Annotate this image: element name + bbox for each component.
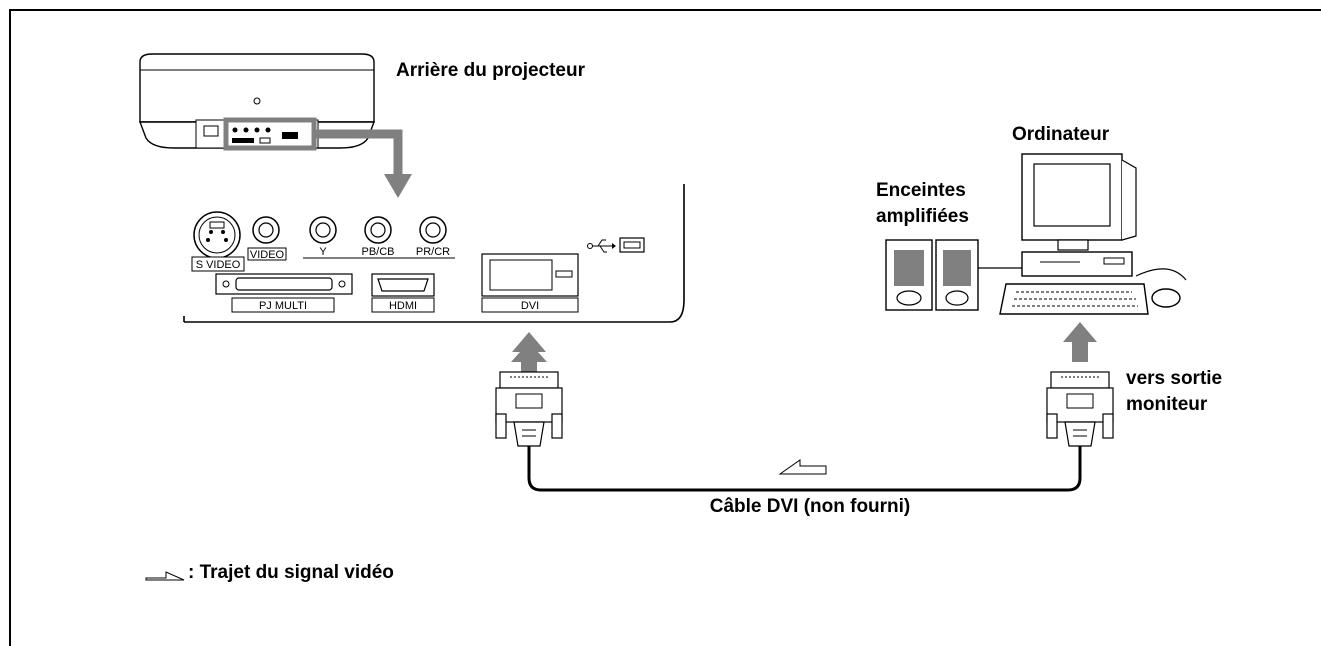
speakers-label-line2: amplifiées [876,206,969,227]
signal-arrow-to-projector [511,332,547,372]
usb-port [619,237,645,253]
dvi-plug-right [1046,371,1114,447]
pb-cb-label: PB/CB [361,246,394,258]
legend: : Trajet du signal vidéo [145,562,394,583]
pj-multi-port: PJ MULTI [215,273,353,313]
usb-icon [587,239,616,253]
y-label: Y [319,246,327,258]
video-port: VIDEO [247,216,287,261]
legend-arrow-icon [145,571,185,581]
s-video-port: S VIDEO [191,211,245,272]
zoom-arrow [316,129,412,198]
legend-label: : Trajet du signal vidéo [188,562,394,583]
signal-direction-arrow [778,459,827,475]
signal-arrow-to-computer [1063,322,1097,362]
dvi-cable [527,446,1082,492]
computer-illustration [999,153,1187,315]
pr-cr-label: PR/CR [416,246,450,258]
hdmi-port: HDMI [371,273,435,313]
hdmi-label: HDMI [389,300,417,312]
page-frame [9,9,1321,646]
projector-rear-panel [183,184,685,323]
s-video-label: S VIDEO [196,259,241,271]
pj-multi-label: PJ MULTI [259,300,307,312]
component-ports: Y PB/CB PR/CR [303,216,455,259]
computer-label: Ordinateur [1012,124,1110,145]
projector-illustration [138,53,376,151]
dvi-plug-left [495,371,563,447]
dvi-port: DVI [481,253,579,313]
video-label: VIDEO [250,249,285,261]
monitor-out-label-line2: moniteur [1126,394,1208,415]
speakers-label-line1: Enceintes [876,180,966,201]
speakers-illustration [885,239,1022,311]
monitor-out-label-line1: vers sortie [1126,368,1222,389]
cable-label: Câble DVI (non fourni) [710,496,911,517]
projector-rear-label: Arrière du projecteur [396,60,586,81]
dvi-label: DVI [521,300,539,312]
